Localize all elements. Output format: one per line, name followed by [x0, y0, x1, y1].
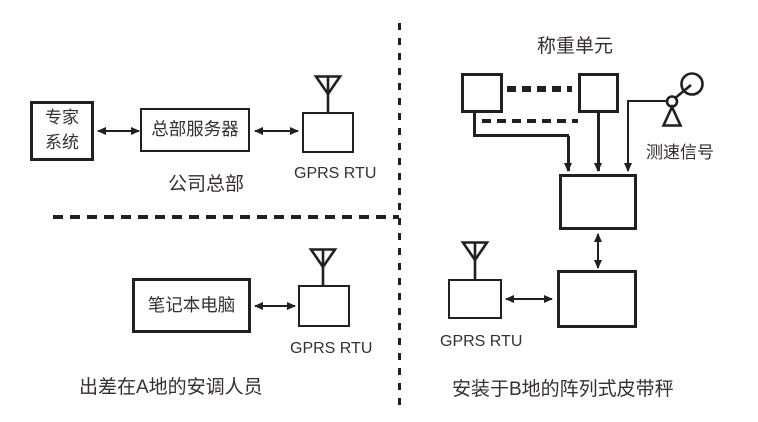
antenna-icon: [460, 241, 490, 279]
antenna-icon: [308, 248, 338, 286]
laptop-box: 笔记本电脑: [132, 278, 251, 333]
sensor1-connector-vertical: [473, 113, 476, 136]
expert-system-label: 专家 系统: [45, 108, 79, 152]
arrow-speed-to-collector: [627, 100, 629, 171]
sensor-dashed-link-thin: [482, 119, 578, 123]
gprs-rtu-box-hq: [302, 112, 354, 153]
weighing-unit-label: 称重单元: [537, 36, 614, 57]
antenna-icon: [313, 75, 343, 113]
arrow-laptop-to-rtu: [255, 305, 295, 307]
hq-server-label: 总部服务器: [151, 119, 239, 140]
sensor1-connector-horizontal: [473, 134, 569, 137]
arrow-rtu-to-lower-box: [506, 298, 552, 300]
gprs-rtu-label-site-a: GPRS RTU: [290, 340, 373, 357]
arrow-server-to-rtu: [255, 130, 298, 132]
gprs-rtu-box-site-a: [298, 285, 350, 327]
arrow-sensor2-to-collector: [597, 113, 600, 171]
company-hq-label: 公司总部: [168, 174, 245, 195]
speed-signal-label: 测速信号: [646, 143, 714, 162]
arrow-upper-to-lower-box: [597, 234, 599, 268]
arrow-sensor1-to-collector: [567, 136, 570, 171]
hq-server-box: 总部服务器: [140, 108, 250, 152]
gprs-rtu-label-hq: GPRS RTU: [294, 165, 377, 182]
laptop-label: 笔记本电脑: [147, 294, 236, 315]
divider-vertical: [398, 23, 401, 411]
expert-system-box: 专家 系统: [30, 101, 94, 161]
signal-box-lower: [557, 270, 637, 328]
divider-horizontal: [53, 215, 399, 219]
site-a-caption: 出差在A地的安调人员: [79, 377, 263, 398]
tachometer-icon: [661, 72, 704, 127]
arrow-expert-to-server: [98, 130, 139, 132]
gprs-rtu-label-site-b: GPRS RTU: [440, 333, 523, 350]
weighing-sensor-box-2: [578, 73, 619, 113]
sensor-dashed-link-bold: [507, 86, 572, 92]
speed-sensor-connector-horizontal: [627, 100, 668, 102]
gprs-rtu-box-site-b: [448, 279, 502, 319]
signal-box-upper: [559, 174, 637, 230]
site-b-caption: 安装于B地的阵列式皮带秤: [452, 379, 674, 400]
weighing-sensor-box-1: [461, 73, 503, 113]
